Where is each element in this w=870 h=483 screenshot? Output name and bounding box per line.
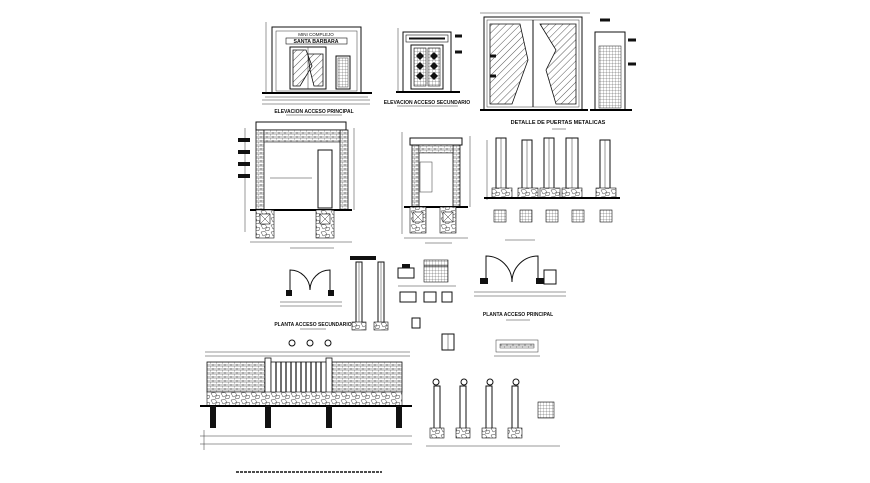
planta-acceso-principal: PLANTA ACCESO PRINCIPAL — [474, 255, 566, 321]
corte-acceso-principal — [238, 121, 355, 249]
label-planta-principal: PLANTA ACCESO PRINCIPAL — [483, 312, 553, 318]
planta-acceso-secundario: PLANTA ACCESO SECUNDARIO — [274, 269, 352, 330]
cortes-muro — [350, 256, 456, 331]
elevacion-acceso-principal: MINI COMPLEJO SANTA BARBARA ELEVACION AC… — [262, 22, 372, 116]
sign-line-2: SANTA BARBARA — [294, 39, 339, 45]
label-detalle-puertas: DETALLE DE PUERTAS METALICAS — [511, 120, 606, 126]
detalle-puertas-metalicas: DETALLE DE PUERTAS METALICAS — [480, 12, 636, 130]
corte-acceso-secundario — [401, 132, 471, 244]
elevacion-cerco-frontal — [200, 339, 412, 473]
label-elevacion-principal: ELEVACION ACCESO PRINCIPAL — [274, 109, 353, 115]
label-elevacion-secundario: ELEVACION ACCESO SECUNDARIO — [384, 100, 471, 106]
detalles-pequenos — [441, 333, 540, 357]
detalle-columnas-inferior — [426, 378, 560, 447]
elevacion-acceso-secundario: ELEVACION ACCESO SECUNDARIO — [384, 28, 471, 107]
label-planta-secundario: PLANTA ACCESO SECUNDARIO — [274, 322, 351, 328]
sign-line-1: MINI COMPLEJO — [298, 32, 334, 37]
detalle-columnas — [484, 137, 620, 241]
